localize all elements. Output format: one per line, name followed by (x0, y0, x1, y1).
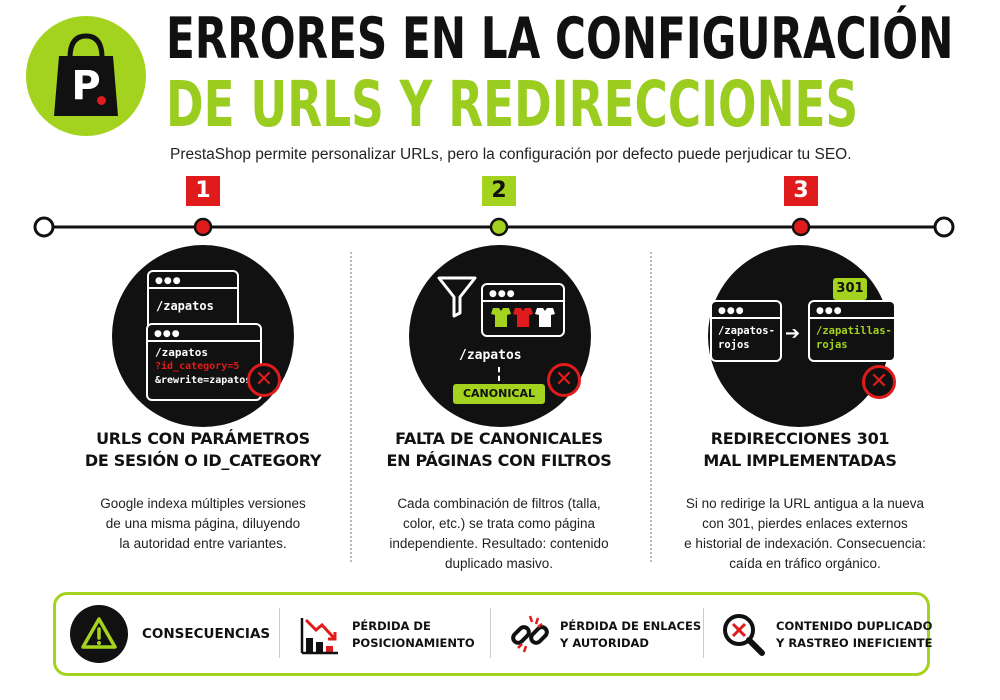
page-subtitle: PrestaShop permite personalizar URLs, pe… (170, 146, 852, 163)
illustration-redirect: 301 ●●● /zapatos-rojos ➔ ●●● /zapatillas… (708, 245, 908, 427)
step-number-1: 1 (186, 176, 220, 206)
error-x-icon: ✕ (247, 363, 281, 397)
page-title-line2: DE URLS Y REDIRECCIONES (166, 68, 859, 141)
column-divider (350, 252, 352, 562)
timeline (0, 0, 1000, 260)
browser-window: ●●● /zapatillas-rojas (808, 300, 896, 362)
ranking-drop-icon (300, 618, 338, 655)
error-x-icon: ✕ (862, 365, 896, 399)
consequences-label: CONSECUENCIAS (142, 626, 271, 642)
url-text: /zapatos (155, 346, 208, 359)
url-param-text: &rewrite=zapatos (155, 375, 252, 386)
old-url-text: /zapatos-rojos (718, 325, 775, 351)
step-number-2: 2 (482, 176, 516, 206)
url-param-text: ?id_category=5 (155, 361, 240, 372)
new-url-text: /zapatillas-rojas (816, 325, 892, 351)
broken-link-icon (511, 615, 549, 653)
separator (490, 608, 491, 658)
separator (703, 608, 704, 658)
error-x-icon: ✕ (547, 363, 581, 397)
browser-window: ●●● /zapatos-rojos (710, 300, 782, 362)
separator (279, 608, 280, 658)
shirts-icon (491, 308, 555, 327)
illustration-url-params: ●●● /zapatos ●●● /zapatos ?id_category=5… (112, 245, 312, 427)
status-code-badge: 301 (833, 278, 867, 300)
url-text: /zapatos (156, 299, 214, 313)
logo: P (26, 16, 146, 136)
step-number-3: 3 (784, 176, 818, 206)
connector-line (498, 367, 500, 381)
browser-window: ●●● /zapatos ?id_category=5 &rewrite=zap… (146, 323, 262, 401)
canonical-tag: CANONICAL (453, 384, 545, 404)
arrow-right-icon: ➔ (785, 323, 801, 344)
logo-letter: P (71, 63, 101, 109)
page-title-line1: ERRORES EN LA CONFIGURACIÓN (166, 6, 954, 72)
consequences-panel (53, 592, 930, 676)
browser-window: ●●● (481, 283, 565, 337)
url-text: /zapatos (459, 348, 522, 363)
logo-dot (97, 96, 106, 105)
warning-icon (70, 605, 128, 663)
column-description-3: Si no redirige la URL antigua a la nueva… (684, 496, 926, 571)
column-divider (650, 252, 652, 562)
illustration-canonical: ●●● /zapatos CANONICAL ✕ (409, 245, 609, 427)
column-description-2: Cada combinación de filtros (talla,color… (389, 496, 609, 571)
filter-funnel-icon (437, 276, 477, 318)
search-error-icon (723, 614, 765, 656)
